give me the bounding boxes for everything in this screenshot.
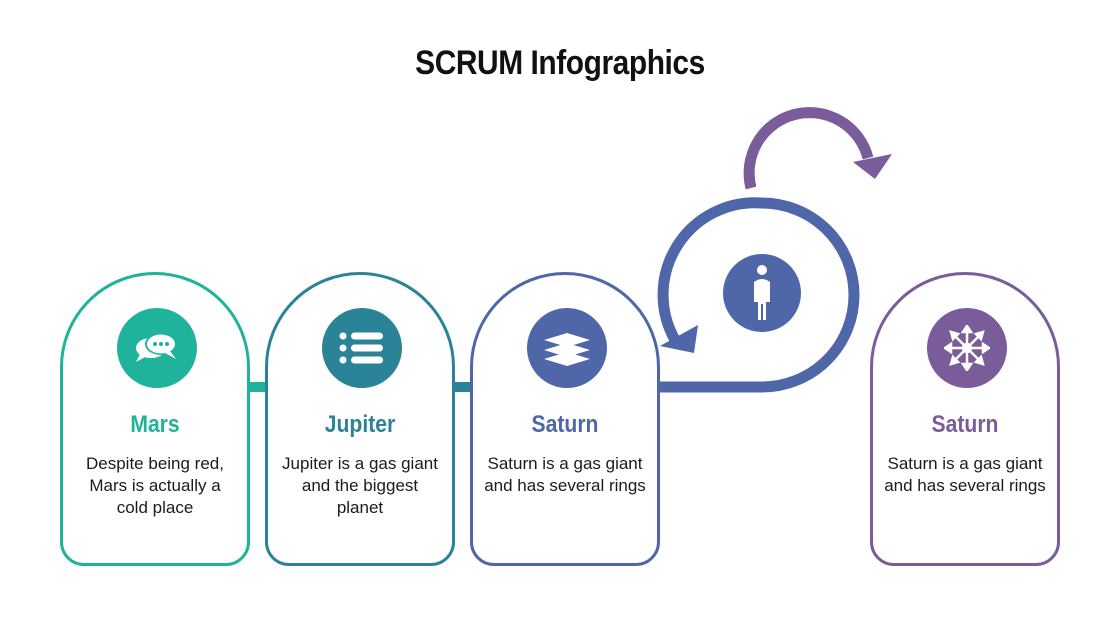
arrows-expand-icon [927, 308, 1007, 388]
card-saturn-2: Saturn Saturn is a gas giant and has sev… [870, 272, 1060, 566]
card-title: Saturn [931, 411, 999, 438]
card-mars: Mars Despite being red, Mars is actually… [60, 272, 250, 566]
sprint-loop [657, 197, 860, 393]
card-description: Jupiter is a gas giant and the biggest p… [282, 454, 438, 517]
iteration-arrowhead-icon [853, 154, 892, 179]
card-saturn: Saturn Saturn is a gas giant and has sev… [470, 272, 660, 566]
loop-arrowhead-icon [660, 325, 698, 353]
layers-icon [527, 308, 607, 388]
card-title: Saturn [531, 411, 599, 438]
card-title: Jupiter [324, 411, 396, 438]
card-description: Saturn is a gas giant and has several ri… [484, 454, 646, 495]
card-description: Saturn is a gas giant and has several ri… [884, 454, 1046, 495]
connector-jupiter-saturn [453, 382, 473, 392]
card-title: Mars [130, 411, 180, 438]
person-icon [754, 265, 770, 320]
card-description: Despite being red, Mars is actually a co… [86, 454, 224, 517]
list-icon [322, 308, 402, 388]
card-jupiter: Jupiter Jupiter is a gas giant and the b… [265, 272, 455, 566]
chat-bubbles-icon [117, 308, 197, 388]
iteration-arc [743, 107, 874, 190]
connector-mars-jupiter [248, 382, 268, 392]
page-title: SCRUM Infographics [415, 44, 705, 82]
